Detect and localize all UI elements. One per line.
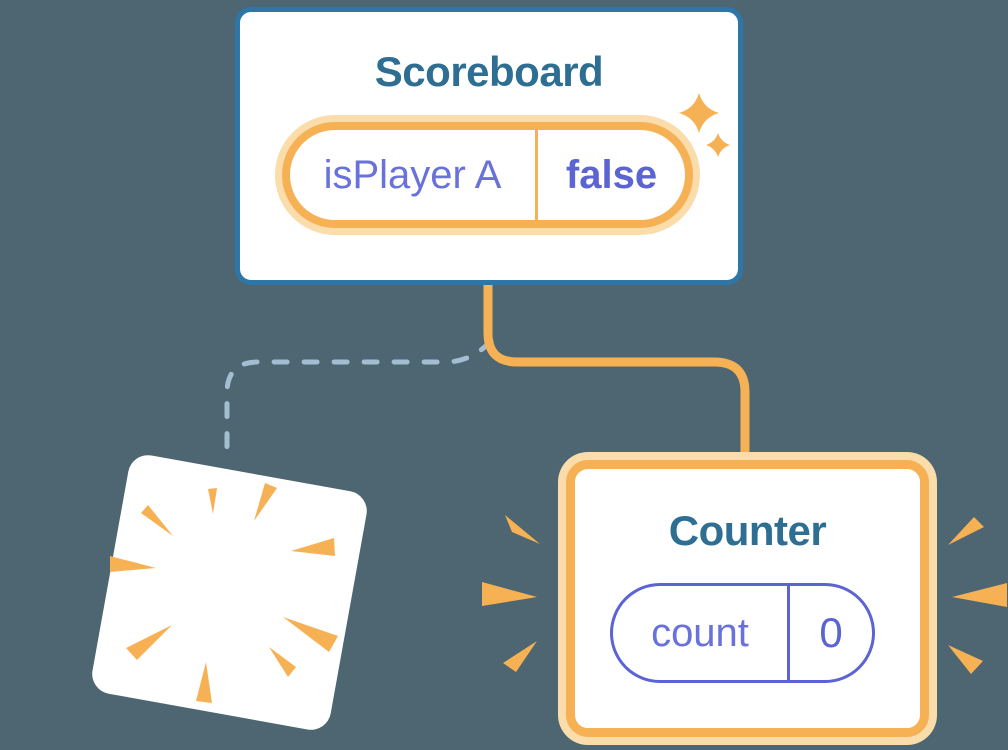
burst-ray-icon	[948, 645, 983, 674]
prop-pill: isPlayer A false	[282, 122, 693, 228]
poof-ray-icon	[141, 505, 173, 536]
emphasis-burst-left-icon	[482, 515, 540, 672]
burst-ray-icon	[505, 515, 540, 544]
prop-value: false	[565, 153, 658, 197]
poof-ray-icon	[291, 538, 335, 556]
dashed-unmount-connector	[224, 338, 494, 464]
state-name-label: count	[651, 611, 749, 655]
pill-divider	[535, 130, 538, 220]
poof-ray-icon	[254, 483, 277, 521]
poof-ray-icon	[126, 625, 172, 660]
poof-ray-icon	[208, 488, 217, 514]
pill-divider	[787, 586, 790, 680]
prop-name-label: isPlayer A	[323, 153, 502, 197]
emphasis-burst-right-icon	[948, 517, 1007, 674]
poof-ray-icon	[269, 647, 296, 677]
poof-ray-icon	[110, 556, 156, 572]
burst-ray-icon	[482, 582, 537, 606]
poof-explosion-icon	[92, 455, 367, 730]
burst-ray-icon	[952, 583, 1007, 607]
burst-ray-icon	[948, 517, 984, 545]
orange-mount-connector	[483, 280, 750, 462]
burst-ray-icon	[503, 641, 537, 672]
destroyed-card	[92, 455, 367, 730]
scoreboard-title: Scoreboard	[374, 48, 604, 95]
counter-title: Counter	[668, 507, 827, 554]
counter-component-card: Counter count 0	[566, 460, 929, 737]
state-value: 0	[819, 609, 843, 656]
state-pill: count 0	[610, 583, 875, 683]
scoreboard-component-card: Scoreboard isPlayer A false	[235, 7, 743, 285]
poof-ray-icon	[283, 617, 338, 652]
poof-ray-icon	[196, 662, 212, 703]
